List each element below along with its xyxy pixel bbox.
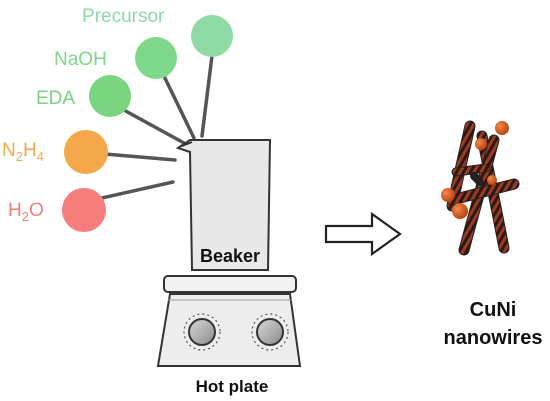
reagent-connectors bbox=[100, 54, 214, 200]
cuni-nanowires-illustration bbox=[441, 120, 520, 256]
reagent-label-precursor: Precursor bbox=[82, 6, 165, 27]
hot-plate-knob-right bbox=[251, 313, 289, 351]
beaker-label: Beaker bbox=[200, 246, 260, 266]
reagent-circle-h2o bbox=[62, 188, 106, 232]
process-arrow bbox=[324, 211, 402, 257]
hot-plate: Hot plate bbox=[156, 275, 302, 396]
product-label-line2: nanowires bbox=[444, 327, 543, 349]
hot-plate-label: Hot plate bbox=[196, 377, 269, 396]
reagent-circle-naoh bbox=[135, 37, 177, 79]
reagent-circle-precursor bbox=[191, 15, 233, 57]
reagent-label-h2o: H2O bbox=[8, 200, 44, 224]
reagent-label-eda: EDA bbox=[36, 88, 75, 109]
connector-naoh bbox=[161, 72, 196, 140]
connector-h2o bbox=[100, 180, 175, 200]
reagent-label-naoh: NaOH bbox=[54, 49, 107, 70]
beaker: Beaker bbox=[175, 139, 272, 271]
reagent-circle-eda bbox=[89, 75, 131, 117]
reagent-circle-n2h4 bbox=[64, 130, 108, 174]
connector-n2h4 bbox=[103, 152, 177, 162]
product-label-line1: CuNi bbox=[470, 299, 517, 321]
connector-eda bbox=[120, 107, 186, 145]
reagent-label-n2h4: N2H4 bbox=[2, 140, 44, 164]
hot-plate-knob-left bbox=[183, 313, 221, 351]
connector-precursor bbox=[200, 54, 214, 138]
